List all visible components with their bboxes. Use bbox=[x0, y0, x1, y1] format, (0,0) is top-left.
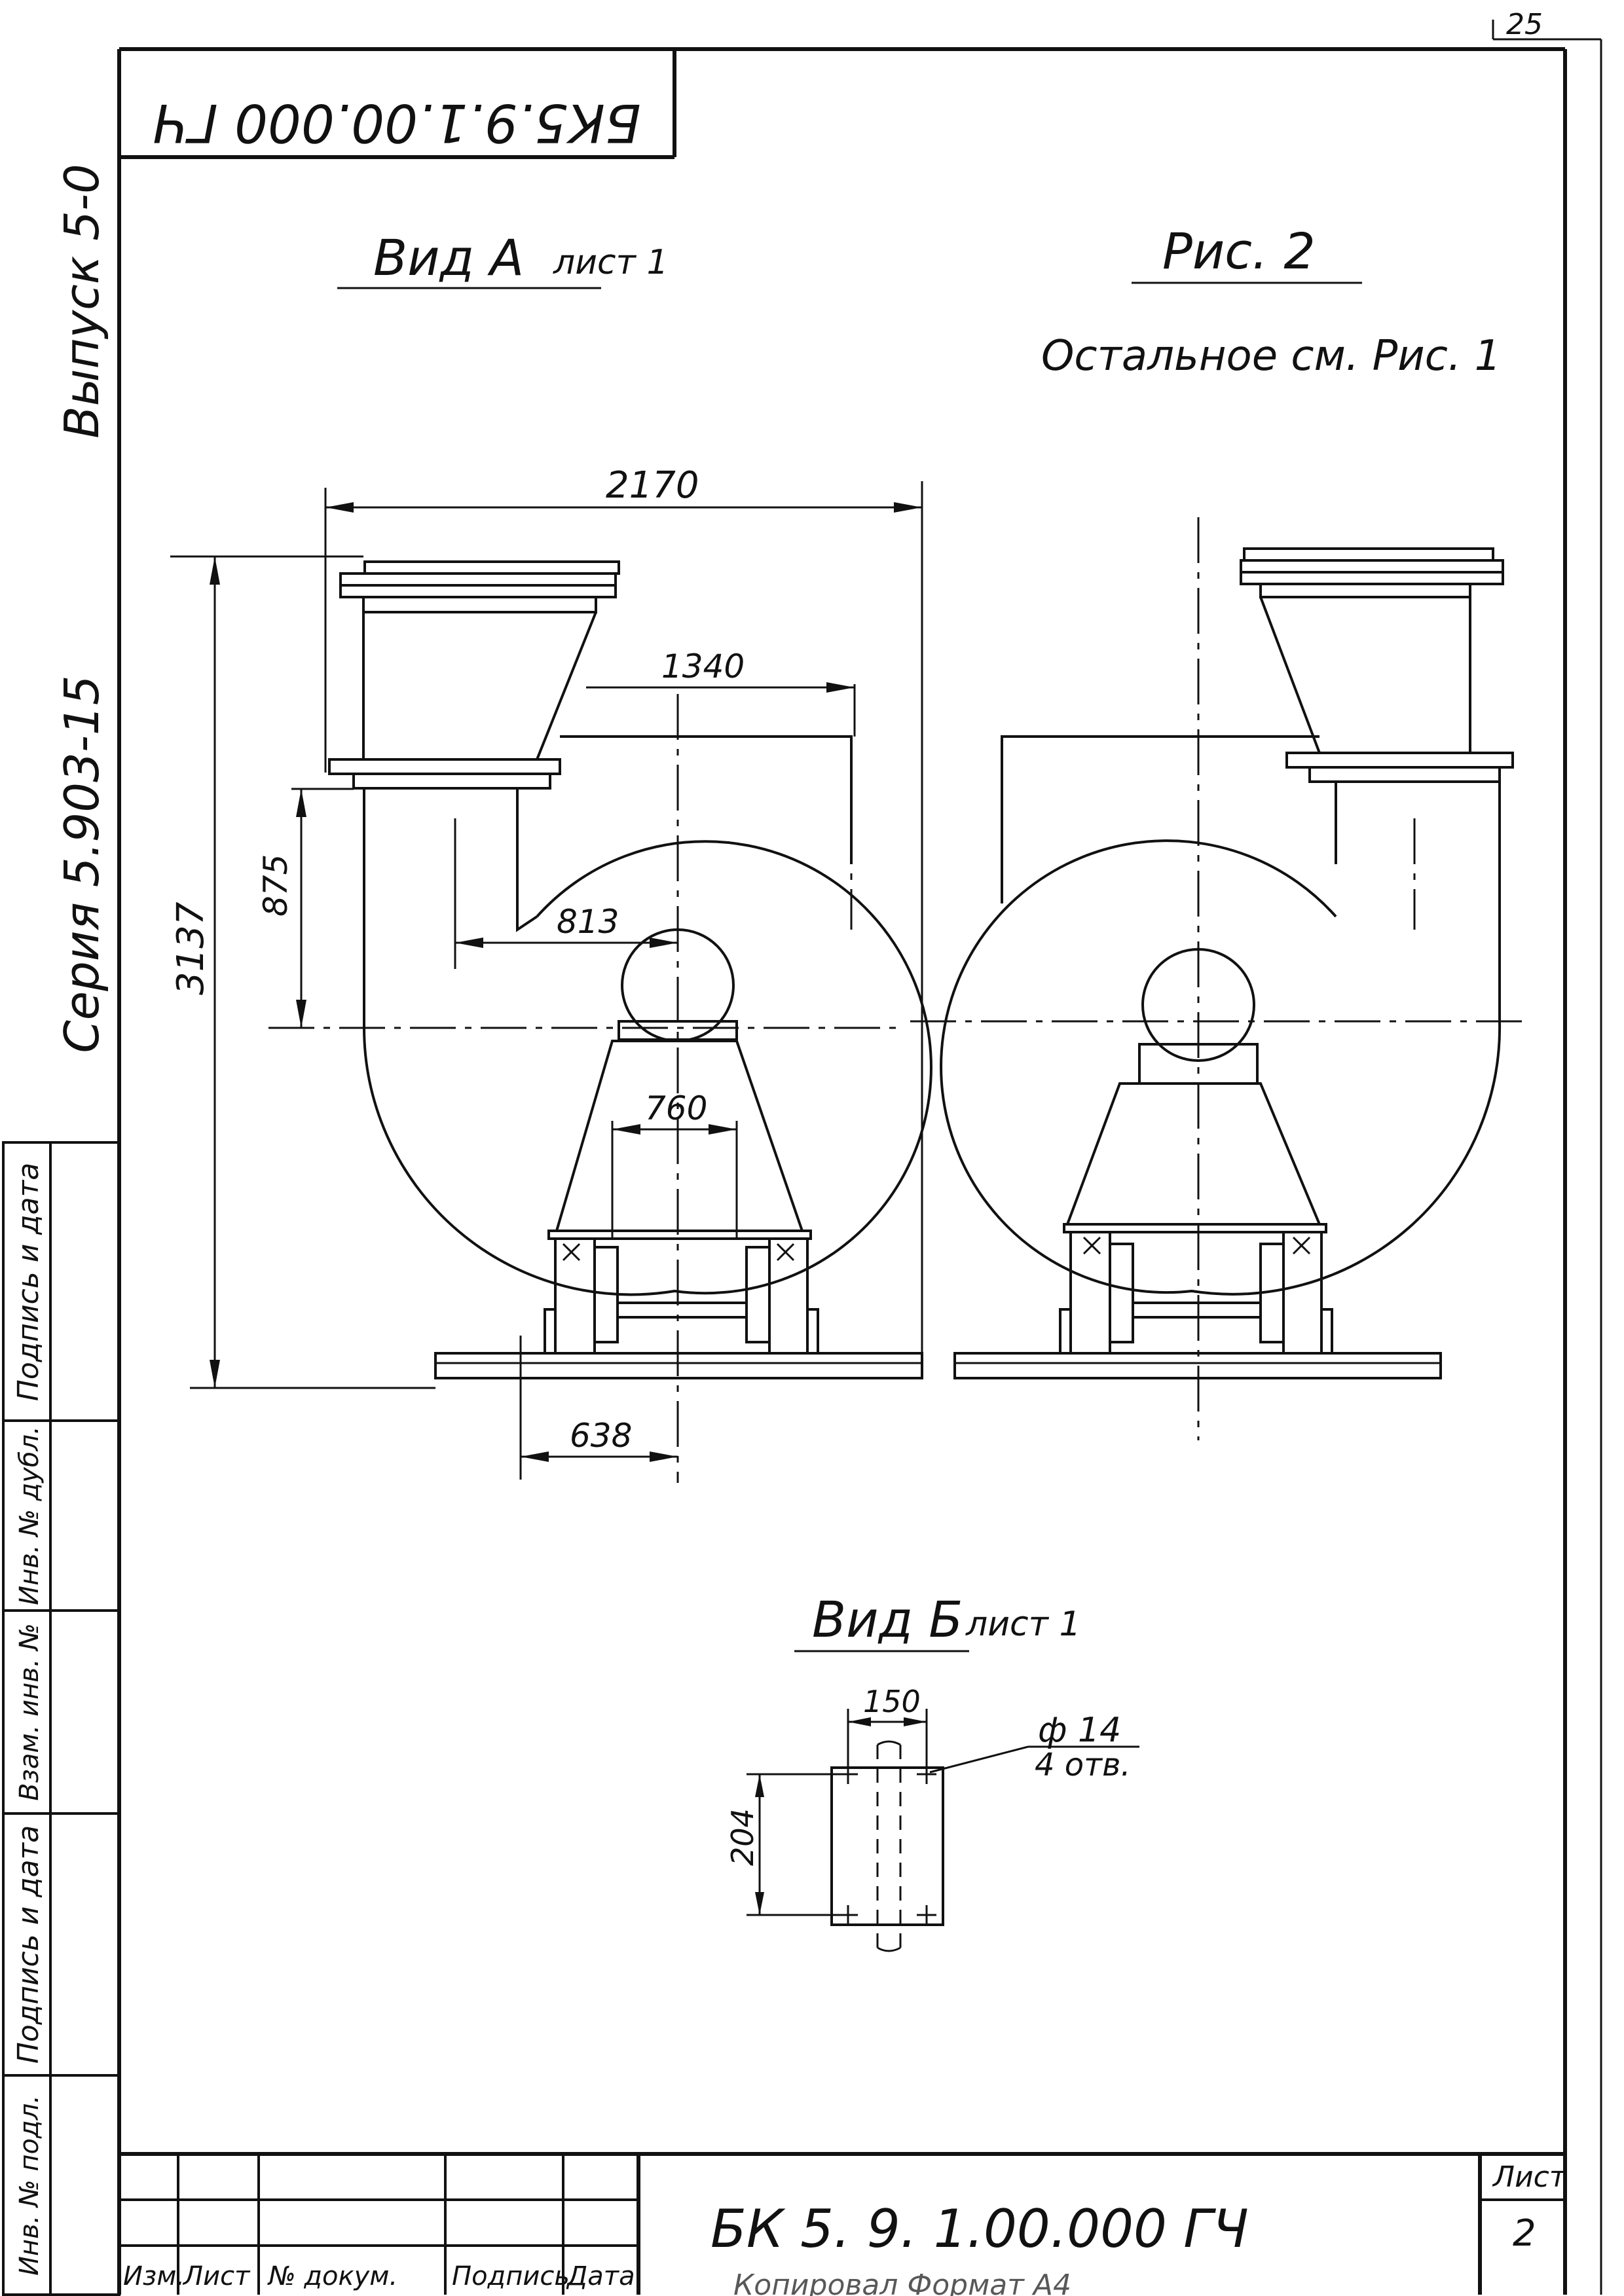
top-stamp-inverted: БК5.9.1.00.000 ГЧ bbox=[153, 92, 640, 153]
title-block bbox=[119, 2152, 1565, 2295]
title-block-col-list: Лист bbox=[182, 2261, 251, 2291]
title-block-designation: БК 5. 9. 1.00.000 ГЧ bbox=[710, 2198, 1249, 2259]
dim-support-width: 760 bbox=[645, 1089, 707, 1127]
view-a-dimensions bbox=[170, 481, 923, 1480]
view-a-sheet-ref: лист 1 bbox=[553, 243, 669, 282]
fig2-title: Рис. 2 bbox=[1162, 222, 1316, 280]
stamp-dup-inv-no: Инв. № дубл. bbox=[14, 1426, 45, 1605]
dim-right-offset: 1340 bbox=[661, 647, 745, 685]
stamp-signature-date-1: Подпись и дата bbox=[12, 1163, 45, 1401]
fan-left-view-a bbox=[268, 560, 932, 1483]
left-stamp-strip bbox=[2, 1141, 120, 2296]
title-block-col-sign: Подпись bbox=[452, 2261, 570, 2291]
view-b-detail bbox=[747, 1709, 1139, 1952]
dim-overall-width: 2170 bbox=[606, 464, 699, 507]
dim-overall-height: 3137 bbox=[170, 902, 212, 995]
view-b-dim-width: 150 bbox=[863, 1684, 921, 1719]
dim-left-offset: 813 bbox=[557, 903, 619, 941]
view-b-sheet-ref: лист 1 bbox=[965, 1605, 1081, 1644]
footer-copy-format: Копировал Формат А4 bbox=[733, 2269, 1071, 2296]
top-stamp: БК5.9.1.00.000 ГЧ bbox=[119, 49, 676, 159]
title-block-col-date: Дата bbox=[566, 2261, 635, 2291]
issue-label: Выпуск 5-0 bbox=[54, 164, 109, 438]
view-b-hole-diameter: ф 14 bbox=[1038, 1711, 1121, 1750]
fan-right-fig2 bbox=[910, 517, 1526, 1440]
sheet-corner-number: 25 bbox=[1506, 8, 1543, 41]
view-b-hole-count: 4 отв. bbox=[1035, 1747, 1131, 1783]
dim-base-offset: 638 bbox=[570, 1417, 632, 1455]
fig2-note: Остальное см. Рис. 1 bbox=[1041, 332, 1501, 380]
dim-inlet-height: 875 bbox=[257, 854, 295, 917]
title-block-col-izm: Изм. bbox=[123, 2261, 185, 2291]
stamp-signature-date-2: Подпись и дата bbox=[12, 1825, 45, 2064]
view-b-title: Вид Б bbox=[812, 1590, 963, 1649]
title-block-col-doc: № докум. bbox=[267, 2261, 397, 2291]
view-b-dim-height: 204 bbox=[725, 1808, 760, 1866]
title-block-sheet-number: 2 bbox=[1513, 2212, 1536, 2255]
stamp-original-inv-no: Инв. № подл. bbox=[14, 2095, 45, 2276]
stamp-replaces-inv-no: Взам. инв. № bbox=[14, 1623, 45, 1801]
view-a-title: Вид А bbox=[373, 228, 524, 287]
title-block-sheet-label: Лист bbox=[1492, 2160, 1567, 2194]
series-label: Серия 5.903-15 bbox=[54, 676, 109, 1053]
